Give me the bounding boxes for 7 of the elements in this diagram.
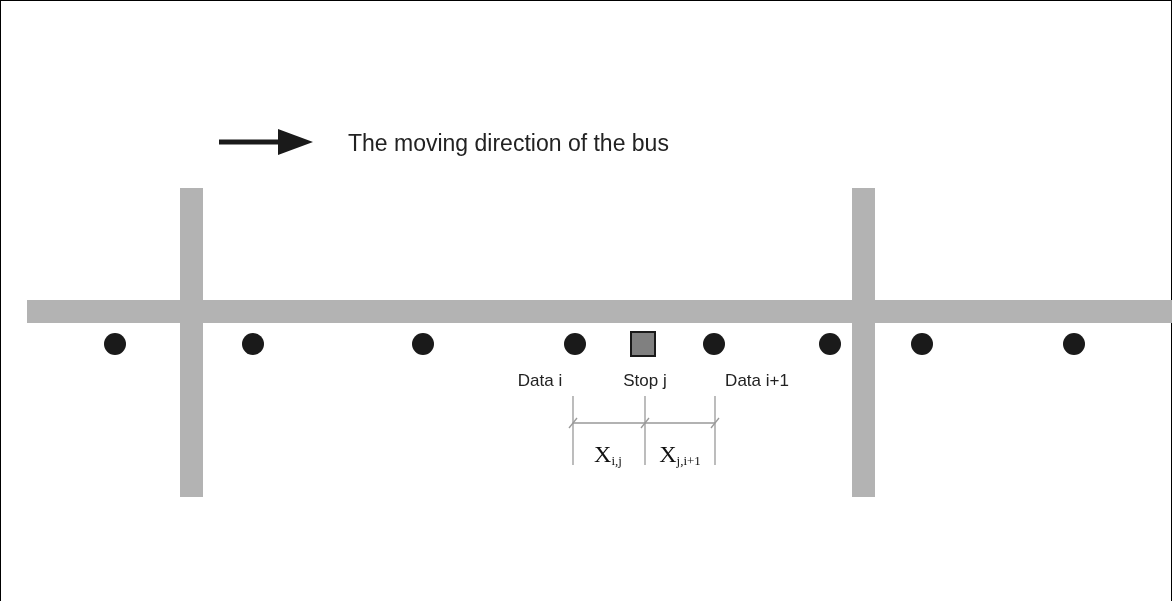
point-label: Stop j: [623, 370, 667, 392]
point-label: Data i+1: [725, 370, 789, 392]
bus-stop-square: [630, 331, 656, 357]
point-label: Data i: [517, 370, 563, 392]
direction-label: The moving direction of the bus: [348, 129, 669, 158]
distance-label: X$_{i,j}$: [594, 440, 622, 471]
distance-label: X$_{j,i+1}$: [659, 440, 701, 471]
